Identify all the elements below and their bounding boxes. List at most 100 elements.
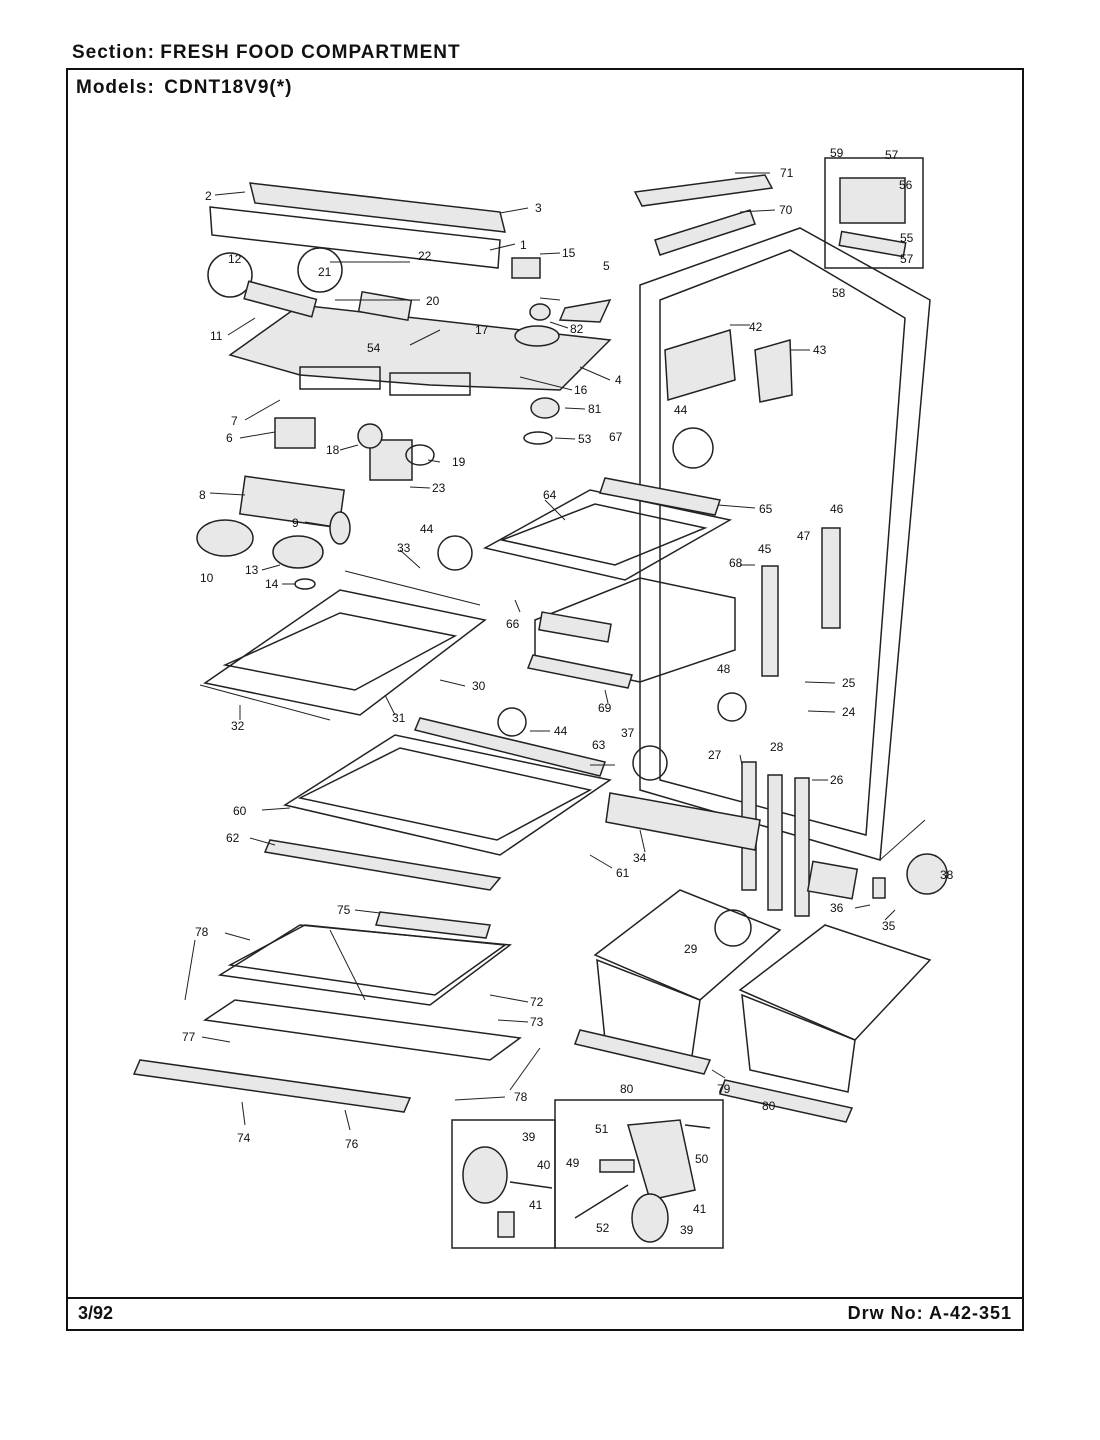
top-control-panel xyxy=(209,182,506,269)
shelf-64 xyxy=(482,477,733,581)
callout-22: 22 xyxy=(418,249,432,263)
drawing-number-label: Drw No: xyxy=(847,1303,924,1323)
callout-59: 59 xyxy=(830,146,844,160)
callout-58: 58 xyxy=(832,286,846,300)
callout-11: 11 xyxy=(210,329,223,343)
callout-52: 52 xyxy=(596,1221,610,1235)
callout-33: 33 xyxy=(397,541,411,555)
callout-69: 69 xyxy=(598,701,612,715)
door-and-duct-parts xyxy=(633,157,924,469)
callout-77: 77 xyxy=(182,1030,196,1044)
callout-38: 38 xyxy=(940,868,954,882)
callout-8: 8 xyxy=(199,488,206,502)
callout-74: 74 xyxy=(237,1131,251,1145)
models-header: Models: CDNT18V9(*) xyxy=(76,77,292,99)
callout-18: 18 xyxy=(326,443,340,457)
callout-64: 64 xyxy=(543,488,557,502)
callout-82: 82 xyxy=(570,322,584,336)
callout-60: 60 xyxy=(233,804,247,818)
callout-circle-29 xyxy=(714,909,752,947)
callout-81: 81 xyxy=(588,402,602,416)
callout-65: 65 xyxy=(759,502,773,516)
callout-48: 48 xyxy=(717,662,731,676)
callout-6: 6 xyxy=(226,431,233,445)
callout-66: 66 xyxy=(506,617,520,631)
callout-53: 53 xyxy=(578,432,592,446)
crisper-cover-72 xyxy=(217,911,513,1006)
small-parts xyxy=(196,247,612,590)
callout-78b: 78 xyxy=(514,1090,528,1104)
callout-27: 27 xyxy=(708,748,722,762)
callout-25: 25 xyxy=(842,676,856,690)
callout-80a: 80 xyxy=(620,1082,634,1096)
callout-1: 1 xyxy=(520,238,527,252)
ceiling-panel xyxy=(228,304,612,396)
callout-73: 73 xyxy=(530,1015,544,1029)
callout-55: 55 xyxy=(900,231,914,245)
callout-circle-44b xyxy=(437,535,473,571)
callout-51: 51 xyxy=(595,1122,609,1136)
callout-45: 45 xyxy=(758,542,772,556)
callout-36: 36 xyxy=(830,901,844,915)
callout-79: 79 xyxy=(717,1082,731,1096)
callout-19: 19 xyxy=(452,455,466,469)
callout-10: 10 xyxy=(200,571,214,585)
callout-3: 3 xyxy=(535,201,542,215)
callout-32: 32 xyxy=(231,719,245,733)
callout-7: 7 xyxy=(231,414,238,428)
callout-75: 75 xyxy=(337,903,351,917)
callout-circle-44a xyxy=(672,427,714,469)
callout-44b: 44 xyxy=(420,522,434,536)
callout-4: 4 xyxy=(615,373,622,387)
callout-circle-12 xyxy=(207,252,253,298)
callout-41a: 41 xyxy=(529,1198,543,1212)
callout-46: 46 xyxy=(830,502,844,516)
section-header: Section: FRESH FOOD COMPARTMENT xyxy=(72,42,461,64)
leveling-leg-38 xyxy=(906,853,948,895)
callout-57b: 57 xyxy=(900,252,914,266)
callout-circle-21 xyxy=(297,247,343,293)
callout-71: 71 xyxy=(780,166,794,180)
section-label: Section: xyxy=(72,42,155,63)
callout-28: 28 xyxy=(770,740,784,754)
cabinet-liner xyxy=(639,227,931,861)
leader-lines xyxy=(184,172,896,1131)
callout-31: 31 xyxy=(392,711,406,725)
callout-17: 17 xyxy=(475,323,489,337)
shelf-60 xyxy=(263,707,612,891)
callout-13: 13 xyxy=(245,563,259,577)
callout-61: 61 xyxy=(616,866,630,880)
callout-63: 63 xyxy=(592,738,606,752)
callout-42: 42 xyxy=(749,320,763,334)
footer-bar: 3/92 Drw No: A-42-351 xyxy=(68,1297,1022,1329)
callout-16: 16 xyxy=(574,383,588,397)
section-value: FRESH FOOD COMPARTMENT xyxy=(160,42,461,63)
models-value: CDNT18V9(*) xyxy=(164,77,293,98)
revision-date: 3/92 xyxy=(78,1303,114,1323)
shelf-30 xyxy=(199,535,487,721)
callout-15: 15 xyxy=(562,246,576,260)
callout-50: 50 xyxy=(695,1152,709,1166)
callout-34: 34 xyxy=(633,851,647,865)
callout-20: 20 xyxy=(426,294,440,308)
callout-24: 24 xyxy=(842,705,856,719)
part-illustrations xyxy=(132,157,948,1249)
models-label: Models: xyxy=(76,77,155,98)
callout-41b: 41 xyxy=(693,1202,707,1216)
callout-40: 40 xyxy=(537,1158,551,1172)
callout-29: 29 xyxy=(684,942,698,956)
callout-47: 47 xyxy=(797,529,811,543)
callout-68: 68 xyxy=(729,556,743,570)
callout-21: 21 xyxy=(318,265,332,279)
callout-37: 37 xyxy=(621,726,635,740)
drawing-number: Drw No: A-42-351 xyxy=(848,1303,1012,1324)
callout-44a: 44 xyxy=(674,403,688,417)
callout-78a: 78 xyxy=(195,925,209,939)
callout-9: 9 xyxy=(292,516,299,530)
callout-72: 72 xyxy=(530,995,544,1009)
callout-5: 5 xyxy=(603,259,610,273)
callout-circle-44c xyxy=(497,707,527,737)
shelf-supports xyxy=(632,527,841,917)
callout-43: 43 xyxy=(813,343,827,357)
